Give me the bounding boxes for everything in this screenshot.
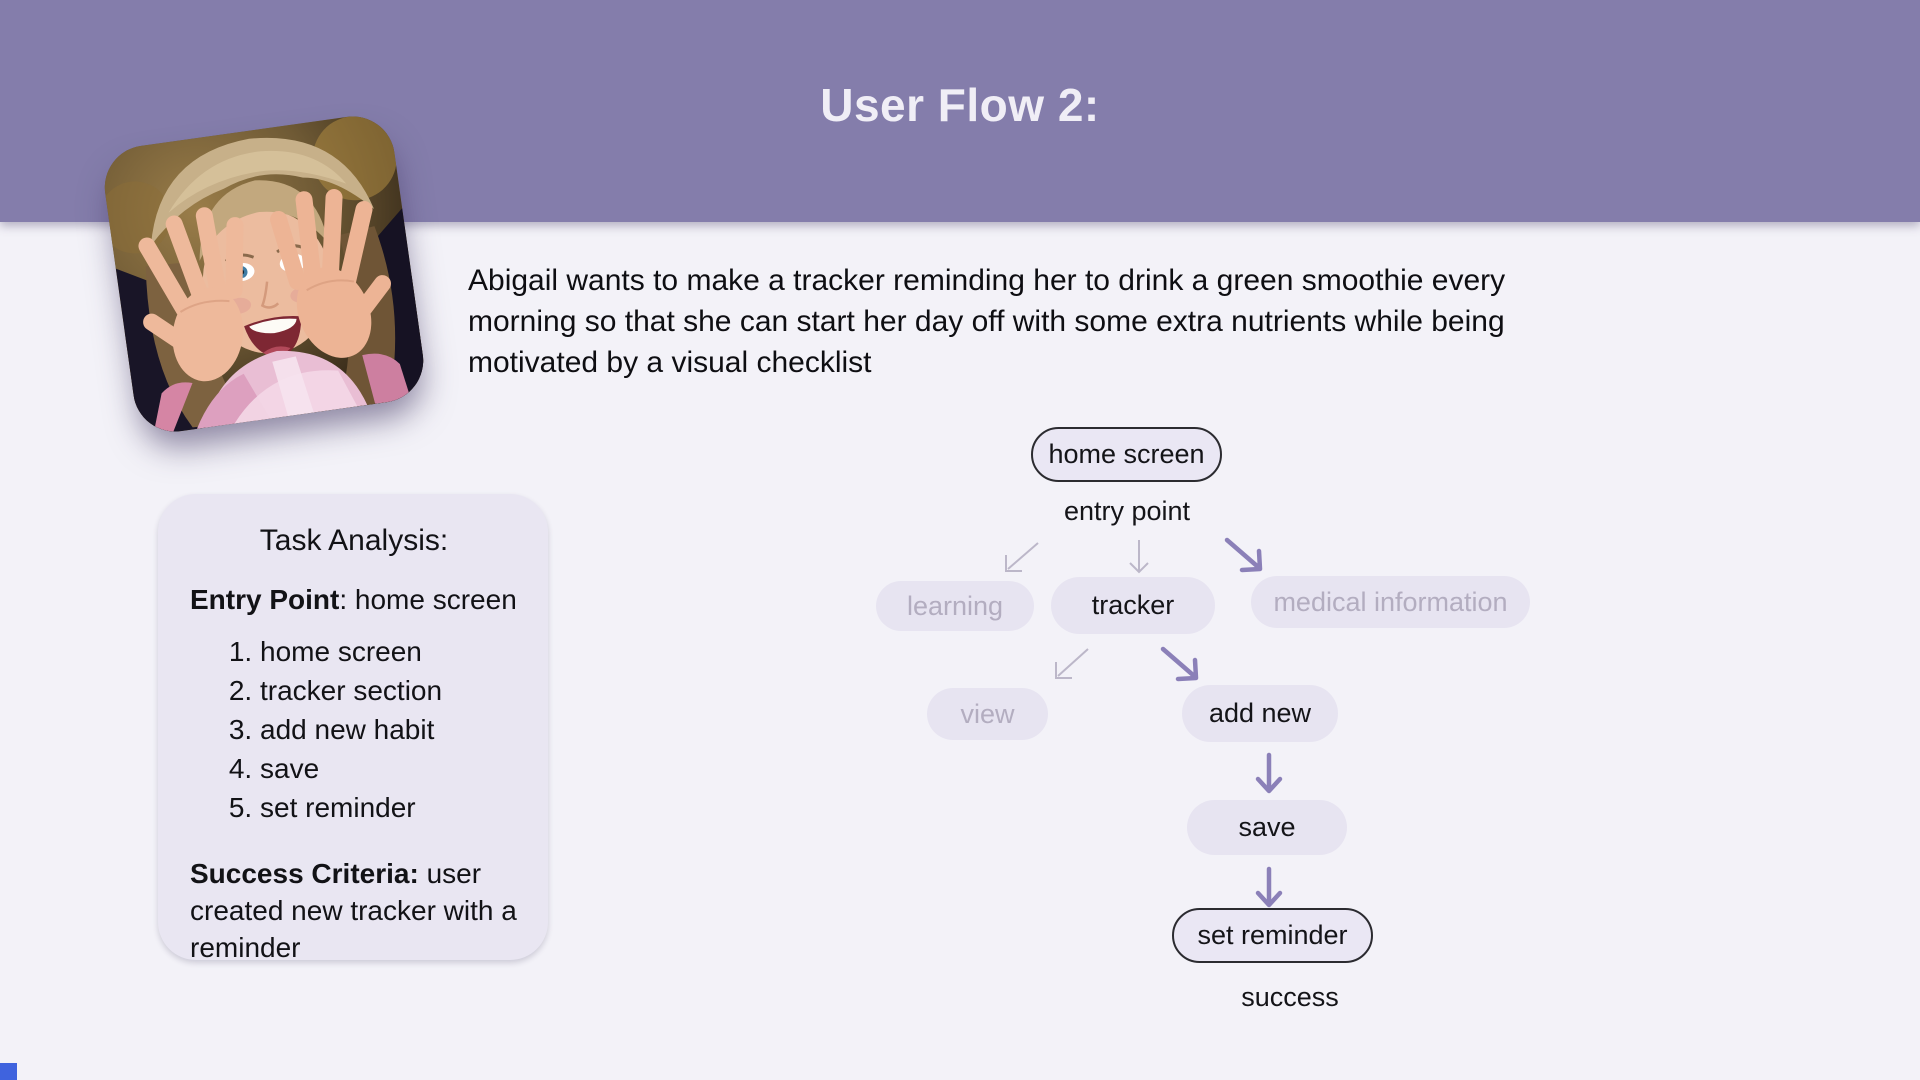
arrow-to-view xyxy=(1050,645,1092,688)
node-save: save xyxy=(1187,800,1347,855)
node-tracker: tracker xyxy=(1051,577,1215,634)
task-steps-list: home screen tracker section add new habi… xyxy=(188,632,520,827)
task-step: save xyxy=(260,749,520,788)
entry-point-flow-label: entry point xyxy=(1063,496,1191,526)
arrow-to-add-new xyxy=(1158,645,1204,692)
node-learning: learning xyxy=(876,581,1034,631)
persona-description: Abigail wants to make a tracker remindin… xyxy=(468,264,1506,379)
success-flow-label: success xyxy=(1241,982,1339,1012)
persona-photo-illustration xyxy=(99,111,429,437)
arrow-to-tracker xyxy=(1122,538,1156,581)
arrow-to-learning xyxy=(1000,540,1042,581)
node-home-screen: home screen xyxy=(1031,427,1222,482)
node-medical-information: medical information xyxy=(1251,576,1530,628)
success-criteria-line: Success Criteria: user created new track… xyxy=(190,855,520,966)
persona-photo xyxy=(99,111,429,437)
node-set-reminder: set reminder xyxy=(1172,908,1373,963)
task-step: add new habit xyxy=(260,710,520,749)
entry-point-line: Entry Point: home screen xyxy=(190,584,520,616)
arrow-to-medical-information xyxy=(1222,536,1268,583)
task-step: set reminder xyxy=(260,788,520,827)
arrow-to-set-reminder xyxy=(1252,866,1286,915)
task-step: tracker section xyxy=(260,671,520,710)
task-analysis-card: Task Analysis: Entry Point: home screen … xyxy=(158,494,548,963)
success-criteria-text: user created new tracker with a reminder xyxy=(190,858,517,963)
page-title: User Flow 2: xyxy=(820,79,1100,131)
node-view: view xyxy=(927,688,1048,740)
arrow-to-save xyxy=(1252,752,1286,801)
node-add-new: add new xyxy=(1182,685,1338,742)
entry-point-value: : home screen xyxy=(339,584,517,615)
task-analysis-title: Task Analysis: xyxy=(259,524,449,557)
success-criteria-label: Success Criteria: xyxy=(190,858,419,889)
task-step: home screen xyxy=(260,632,520,671)
canvas-peek-square xyxy=(0,1063,17,1080)
entry-point-label: Entry Point xyxy=(190,584,340,615)
